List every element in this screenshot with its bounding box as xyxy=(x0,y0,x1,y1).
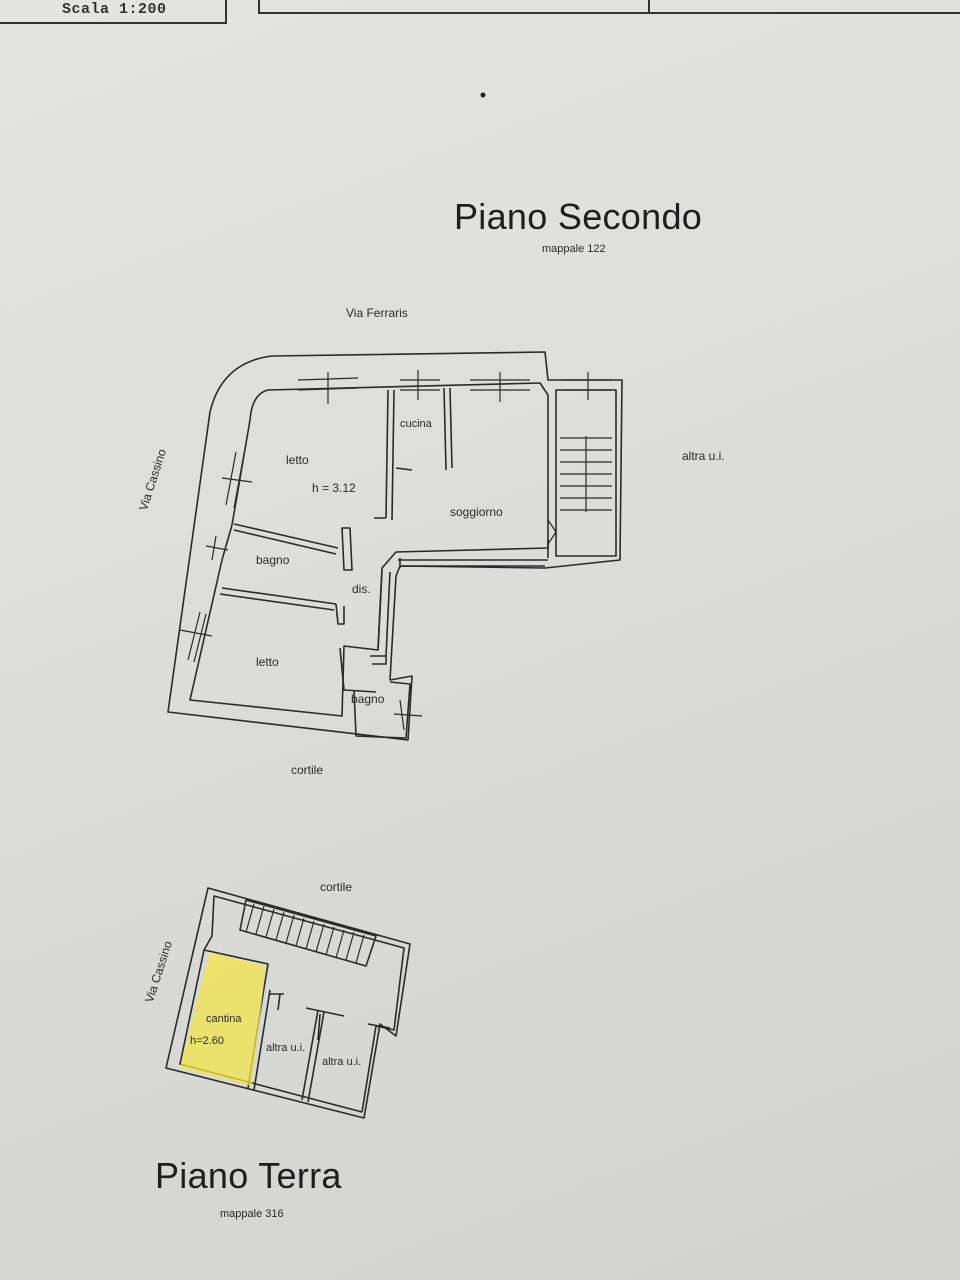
ground-stairs-box xyxy=(239,899,377,967)
room-label-cantina: cantina xyxy=(206,1013,242,1025)
cantina-highlight xyxy=(180,952,266,1086)
ground-outer-wall xyxy=(165,887,411,1119)
upper-inner-wall xyxy=(189,382,549,717)
wall-cucina-soggiorno xyxy=(443,387,453,471)
wall-dis-west xyxy=(377,569,391,657)
ground-floor-plan xyxy=(165,887,411,1119)
scale-box: Scala 1:200 xyxy=(0,0,227,24)
wall-bagno2-box xyxy=(353,681,411,739)
street-north-label: Via Ferraris xyxy=(346,306,408,320)
room-label-letto: letto xyxy=(286,453,309,467)
title-block: Scala 1:200 xyxy=(0,0,960,24)
wall-dis-stub xyxy=(335,603,345,625)
window-bagno xyxy=(393,699,423,731)
courtyard-label: cortile xyxy=(291,763,324,777)
upper-floor-plan xyxy=(167,351,623,741)
ink-dot xyxy=(480,92,486,98)
wall-altra-split xyxy=(301,1009,325,1103)
wall-cantina-north xyxy=(203,949,269,989)
wall-dis-notch xyxy=(370,655,387,665)
stair-steps xyxy=(560,436,612,512)
room-label-bagno: bagno xyxy=(256,553,290,567)
window-north-4 xyxy=(562,372,612,400)
upper-outer-wall xyxy=(167,351,623,741)
door-stair xyxy=(547,519,557,545)
window-north-2 xyxy=(400,370,440,400)
room-label-cucina: cucina xyxy=(400,418,432,430)
upper-floor-mappale: mappale 122 xyxy=(542,243,606,255)
ground-height-label: h=2.60 xyxy=(190,1035,224,1047)
room-label-soggiorno: soggiorno xyxy=(450,505,503,519)
wall-altra-right xyxy=(367,1023,391,1029)
window-north-1 xyxy=(297,372,359,404)
wall-bagno-letto xyxy=(219,587,337,611)
neighbor-label-1: altra u.i. xyxy=(266,1042,306,1054)
ground-stair-steps xyxy=(245,903,365,964)
wall-soggiorno-door xyxy=(399,540,549,568)
wall-letto-bagno2 xyxy=(339,647,377,693)
scale-label: Scala 1:200 xyxy=(62,1,167,18)
neighbor-label-2: altra u.i. xyxy=(322,1056,362,1068)
ground-floor-mappale: mappale 316 xyxy=(220,1208,284,1220)
wall-altra-1 xyxy=(270,993,284,1011)
title-block-field xyxy=(258,0,960,14)
ground-courtyard-label: cortile xyxy=(320,880,353,894)
wall-altra-top xyxy=(305,1007,345,1041)
window-north-3 xyxy=(470,372,530,402)
height-label: h = 3.12 xyxy=(312,481,356,495)
neighbor-east-label: altra u.i. xyxy=(682,449,725,463)
room-label-dis: dis. xyxy=(352,582,371,596)
wall-soggiorno-south xyxy=(398,559,548,567)
room-label-bagno-2: bagno xyxy=(351,692,385,706)
upper-floor-title: Piano Secondo xyxy=(454,196,703,237)
wall-cucina-door xyxy=(374,467,413,519)
wall-bagno-stub xyxy=(341,527,353,571)
wall-letto-bagno xyxy=(233,523,339,555)
ground-floor-title: Piano Terra xyxy=(155,1155,342,1196)
wall-letto-cucina xyxy=(385,389,395,521)
window-west-3 xyxy=(179,611,213,663)
title-block-divider xyxy=(648,0,650,12)
window-west-2 xyxy=(205,535,229,561)
room-label-letto-2: letto xyxy=(256,655,279,669)
window-west-1 xyxy=(221,451,253,509)
